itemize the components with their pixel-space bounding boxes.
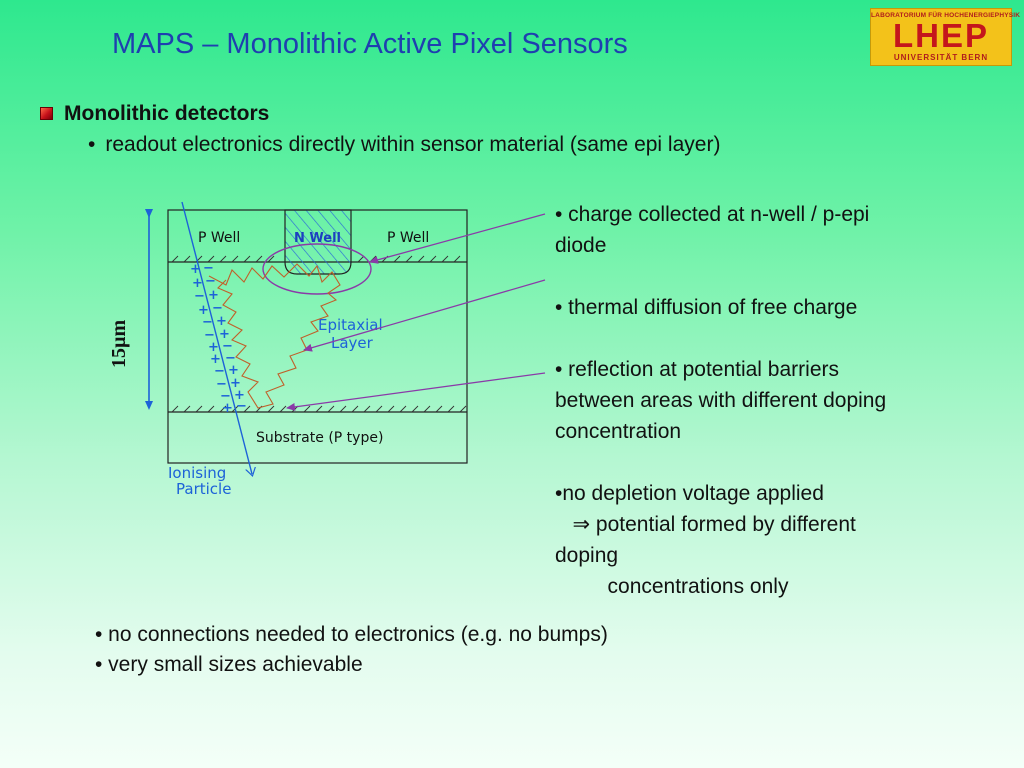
svg-text:+: + — [228, 363, 239, 378]
pointer-arrow-reflection — [286, 372, 546, 411]
epitaxial-label: Epitaxial — [318, 316, 383, 334]
p-well-right-label: P Well — [387, 230, 429, 246]
layer-label: Layer — [331, 334, 374, 352]
substrate-label: Substrate (P type) — [256, 430, 383, 446]
svg-text:+: + — [208, 340, 219, 355]
explanation-list: • charge collected at n-well / p-epi dio… — [555, 199, 975, 602]
pointer-arrow-diffusion — [303, 279, 546, 352]
charge-pairs: +− +− −+ +− −+ −+ +− +− −+ −+ −+ +− — [190, 261, 247, 416]
item4-line4: concentrations only — [555, 575, 789, 598]
item1-line2: diode — [555, 234, 607, 257]
svg-text:−: − — [236, 399, 247, 414]
svg-text:−: − — [205, 274, 216, 289]
svg-text:+: + — [192, 276, 203, 291]
svg-text:−: − — [225, 351, 236, 366]
sub-bullet: • readout electronics directly within sen… — [88, 133, 720, 157]
svg-text:+: + — [230, 376, 241, 391]
particle-track-line — [181, 201, 252, 474]
red-square-bullet-icon — [40, 107, 53, 120]
ionising-label: Ionising — [168, 464, 226, 482]
item2: • thermal diffusion of free charge — [555, 296, 858, 319]
lhep-logo: LABORATORIUM FÜR HOCHENERGIEPHYSIK LHEP … — [870, 8, 1021, 66]
svg-text:−: − — [216, 377, 227, 392]
p-well-left-label: P Well — [198, 230, 240, 246]
svg-text:+: + — [219, 327, 230, 342]
substrate-boundary-ticks — [171, 405, 467, 413]
sub-bullet-text: readout electronics directly within sens… — [105, 133, 721, 156]
bottom-line1: • no connections needed to electronics (… — [95, 623, 608, 646]
slide-title: MAPS – Monolithic Active Pixel Sensors — [112, 28, 628, 60]
item3-line3: concentration — [555, 420, 682, 443]
svg-text:−: − — [220, 389, 231, 404]
svg-text:−: − — [194, 289, 205, 304]
logo-bottom-text: UNIVERSITÄT BERN — [893, 53, 989, 62]
svg-text:+: + — [222, 401, 233, 416]
svg-text:−: − — [214, 364, 225, 379]
logo-top-text: LABORATORIUM FÜR HOCHENERGIEPHYSIK — [871, 12, 1021, 19]
n-well-label: N Well — [294, 231, 341, 246]
item4-line1: •no depletion voltage applied — [555, 482, 824, 505]
svg-text:+: + — [210, 352, 221, 367]
svg-text:+: + — [234, 388, 245, 403]
svg-text:+: + — [190, 262, 201, 277]
svg-text:−: − — [204, 328, 215, 343]
svg-text:−: − — [222, 339, 233, 354]
svg-text:+: + — [198, 303, 209, 318]
item1-line1: • charge collected at n-well / p-epi — [555, 203, 870, 226]
thickness-label: 15µm — [108, 319, 130, 368]
item3-line1: • reflection at potential barriers — [555, 358, 839, 381]
bottom-line2: • very small sizes achievable — [95, 653, 363, 676]
svg-text:−: − — [203, 261, 214, 276]
bullet-dot: • — [88, 133, 96, 156]
logo-main-text: LHEP — [892, 17, 989, 54]
pointer-arrow-collection — [369, 213, 546, 264]
collection-region-ellipse — [262, 243, 372, 295]
item4-line3: doping — [555, 544, 619, 567]
item3-line2: between areas with different doping — [555, 389, 887, 412]
section-heading: Monolithic detectors — [64, 102, 270, 125]
svg-text:−: − — [202, 315, 213, 330]
svg-text:+: + — [216, 314, 227, 329]
particle-label: Particle — [176, 480, 231, 498]
n-well-region — [284, 209, 352, 275]
svg-text:+: + — [208, 288, 219, 303]
item4-line2: ⇒ potential formed by different — [555, 513, 856, 536]
bottom-bullets: • no connections needed to electronics (… — [95, 620, 608, 680]
svg-text:−: − — [212, 301, 223, 316]
